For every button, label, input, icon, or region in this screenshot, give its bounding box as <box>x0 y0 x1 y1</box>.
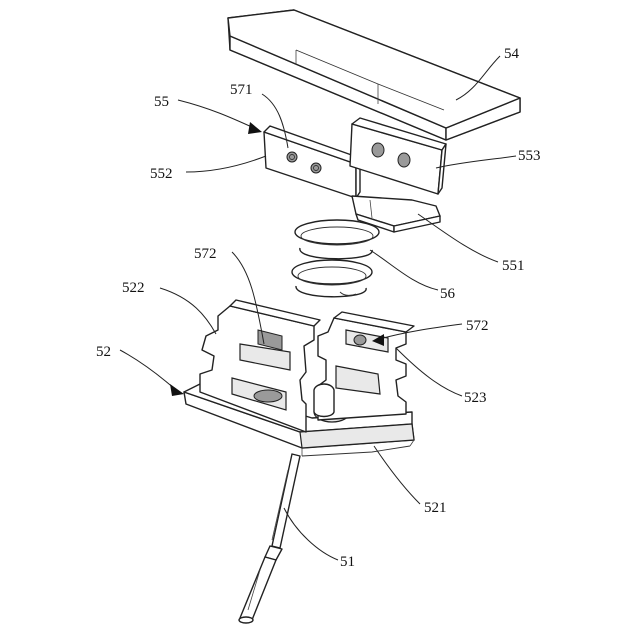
label-51: 51 <box>340 554 355 570</box>
part-56-spring <box>292 220 379 297</box>
label-572-left: 572 <box>194 246 217 262</box>
label-523: 523 <box>464 390 487 406</box>
label-521: 521 <box>424 500 447 516</box>
label-553: 553 <box>518 148 541 164</box>
label-572-right: 572 <box>466 318 489 334</box>
part-52-carrier <box>184 300 414 456</box>
label-56: 56 <box>440 286 456 302</box>
label-54: 54 <box>504 46 520 62</box>
label-552: 552 <box>150 166 173 182</box>
label-571: 571 <box>230 82 253 98</box>
part-51-pin <box>239 454 300 623</box>
label-522: 522 <box>122 280 145 296</box>
label-52: 52 <box>96 344 111 360</box>
label-551: 551 <box>502 258 525 274</box>
label-55: 55 <box>154 94 169 110</box>
part-54-top-block <box>228 10 520 140</box>
